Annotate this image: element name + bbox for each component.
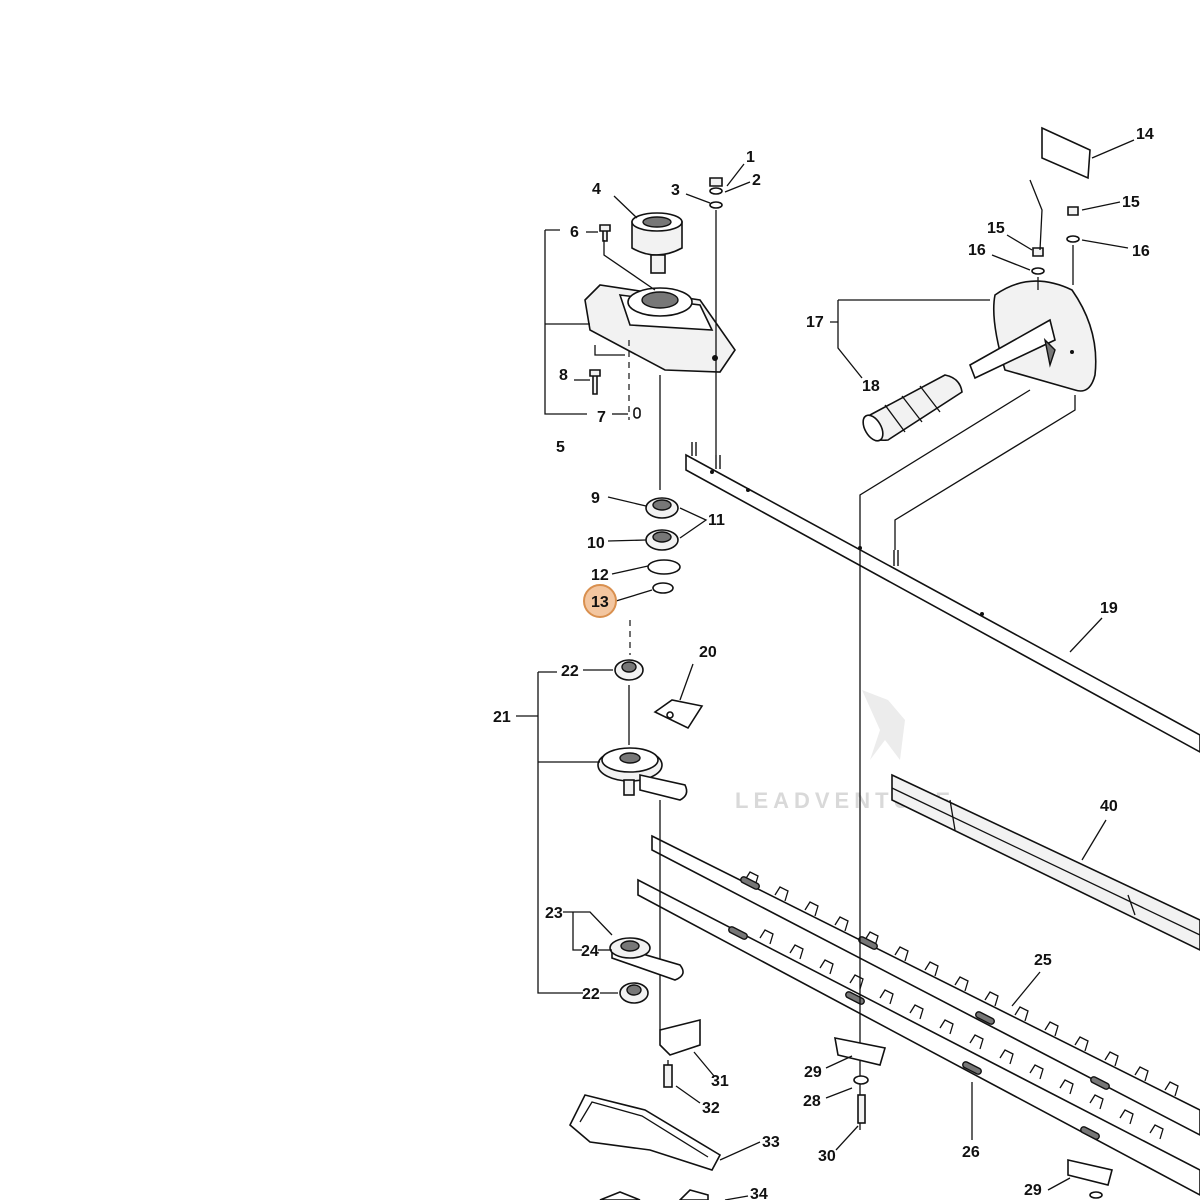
gearbox-housing-5 [584,284,736,373]
callout-16-right[interactable]: 16 [1132,243,1150,260]
callout-19[interactable]: 19 [1100,600,1118,617]
callout-13-highlight[interactable] [583,584,617,618]
callout-13[interactable]: 13 [591,594,609,611]
fasteners-1-3 [589,177,723,419]
callout-15-right[interactable]: 15 [1122,194,1140,211]
callout-8[interactable]: 8 [559,367,568,384]
callout-20[interactable]: 20 [699,644,717,661]
guard-bar-40 [891,773,1200,951]
grip-18 [862,374,963,442]
callout-21[interactable]: 21 [493,709,511,726]
bearing-22-top [614,659,644,681]
callout-29-left[interactable]: 29 [804,1064,822,1081]
callout-12[interactable]: 12 [591,567,609,584]
bearing-22-bottom [619,982,649,1004]
callout-labels: 1 2 3 4 5 6 7 8 9 10 11 12 13 14 15 15 1… [493,126,1154,1200]
cutter-blade-26 [637,878,1200,1196]
assembly-guides [594,210,717,1070]
callout-16-left[interactable]: 16 [968,242,986,259]
callout-31[interactable]: 31 [711,1073,729,1090]
label-14 [1041,126,1091,180]
clips-29 [834,1036,1113,1199]
callout-11[interactable]: 11 [708,512,725,529]
callout-6[interactable]: 6 [570,224,579,241]
callout-17[interactable]: 17 [806,314,824,331]
hand-guard-plate [969,280,1097,392]
callout-33[interactable]: 33 [762,1134,780,1151]
callout-4[interactable]: 4 [592,181,601,198]
callout-22-bottom[interactable]: 22 [582,986,600,1003]
bearing-cup-4 [631,212,683,274]
blade-rail-19 [685,442,1200,753]
callout-26[interactable]: 26 [962,1144,980,1161]
callout-15-left[interactable]: 15 [987,220,1005,237]
handle-guides [859,179,1076,1130]
callout-32[interactable]: 32 [702,1100,720,1117]
callout-7[interactable]: 7 [597,409,606,426]
bearings-9-10 [645,497,679,551]
callout-30[interactable]: 30 [818,1148,836,1165]
callout-24[interactable]: 24 [581,943,599,960]
gear-crank-21 [597,747,688,801]
plate-20 [653,699,704,730]
callout-2[interactable]: 2 [752,172,761,189]
callout-5[interactable]: 5 [556,439,565,456]
callout-3[interactable]: 3 [671,182,680,199]
callout-18[interactable]: 18 [862,378,880,395]
callout-9[interactable]: 9 [591,490,600,507]
callout-10[interactable]: 10 [587,535,605,552]
cover-34 [599,1189,709,1200]
cutter-blade-25 [651,834,1200,1136]
gasket-33 [569,1094,722,1171]
callout-34[interactable]: 34 [750,1186,768,1200]
callout-14[interactable]: 14 [1136,126,1154,143]
callout-23[interactable]: 23 [545,905,563,922]
callout-22-top[interactable]: 22 [561,663,579,680]
callout-40[interactable]: 40 [1100,798,1118,815]
callout-29-right[interactable]: 29 [1024,1182,1042,1199]
rings-12-13 [647,559,681,594]
fasteners-15-16 [1031,206,1080,275]
callout-1[interactable]: 1 [746,149,755,166]
bracket-31 [659,1018,701,1088]
callout-28[interactable]: 28 [803,1093,821,1110]
leader-lines [516,139,1135,1200]
callout-25[interactable]: 25 [1034,952,1052,969]
eccentric-24 [609,937,684,981]
